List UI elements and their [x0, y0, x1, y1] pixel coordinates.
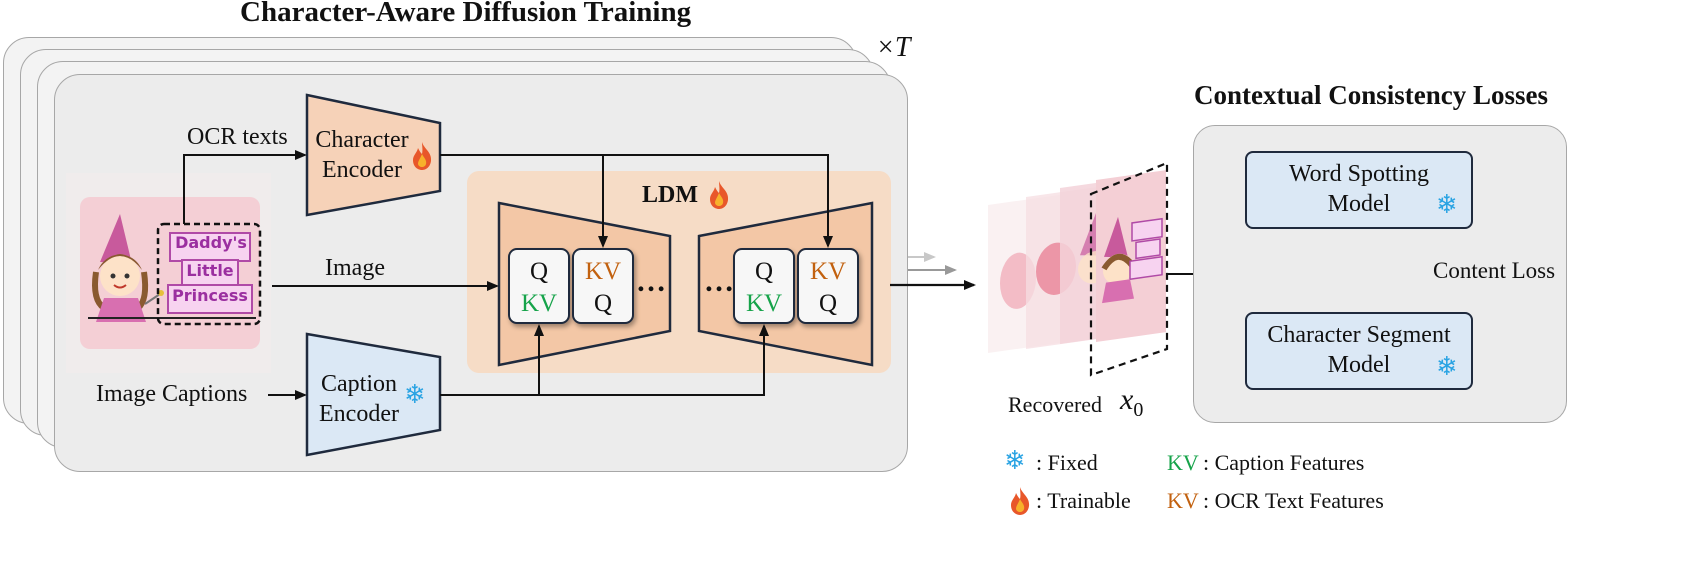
- attn-block-4-top: KV: [809, 258, 847, 285]
- ocr-texts-label: OCR texts: [187, 124, 288, 150]
- ellipsis-right: …: [704, 265, 736, 298]
- flame-icon: [1008, 486, 1032, 521]
- snowflake-icon: ❄: [1436, 352, 1458, 382]
- recovered-images: [988, 161, 1169, 377]
- right-title: Contextual Consistency Losses: [1194, 80, 1549, 110]
- recovered-label: Recovered: [1008, 392, 1103, 417]
- x0-label: x0: [1120, 383, 1143, 422]
- x0-text: x0: [1120, 383, 1144, 421]
- caption-encoder-shape: [305, 332, 442, 457]
- image-label: Image: [325, 255, 385, 281]
- character-segment-label: Character Segment Model: [1267, 322, 1451, 378]
- repeat-label: ×T: [876, 32, 911, 63]
- attn-block-1: Q KV: [508, 248, 570, 324]
- legend-fixed: : Fixed: [1036, 450, 1098, 475]
- content-loss-label: Content Loss: [1433, 258, 1556, 283]
- attn-block-3-bottom: KV: [745, 290, 783, 317]
- attn-block-2-top: KV: [584, 258, 622, 285]
- caption-encoder-label: Caption Encoder: [319, 371, 399, 427]
- character-encoder-shape: [305, 93, 442, 217]
- attn-block-2: KV Q: [572, 248, 634, 324]
- left-title: Character-Aware Diffusion Training: [240, 0, 692, 28]
- word-spotting-model: Word Spotting Model: [1245, 151, 1473, 229]
- legend-ocr-features: : OCR Text Features: [1203, 488, 1384, 513]
- attn-block-1-top: Q: [529, 258, 549, 285]
- attn-block-1-bottom: KV: [520, 290, 558, 317]
- ellipsis-left: …: [636, 265, 668, 298]
- character-segment-model: Character Segment Model: [1245, 312, 1473, 390]
- flame-icon: [707, 180, 731, 215]
- snowflake-icon: ❄: [1004, 446, 1026, 476]
- attn-block-3: Q KV: [733, 248, 795, 324]
- character-encoder-label: Character Encoder: [315, 127, 409, 183]
- sample-text-line-2: Little: [186, 261, 234, 280]
- attn-block-4-bottom: Q: [818, 290, 838, 317]
- legend-kv-green: KV: [1167, 450, 1199, 475]
- snowflake-icon: ❄: [1436, 190, 1458, 220]
- image-captions-label: Image Captions: [96, 381, 248, 407]
- sample-image: [66, 173, 271, 373]
- legend-kv-orange: KV: [1167, 488, 1199, 513]
- attn-block-3-top: Q: [754, 258, 774, 285]
- word-spotting-label: Word Spotting Model: [1288, 161, 1430, 217]
- legend-caption-features: : Caption Features: [1203, 450, 1365, 475]
- sample-text-line-3: Princess: [172, 286, 248, 305]
- ldm-label: LDM: [642, 182, 698, 208]
- legend-trainable: : Trainable: [1036, 488, 1131, 513]
- attn-block-4: KV Q: [797, 248, 859, 324]
- sample-text-line-1: Daddy's: [175, 233, 247, 252]
- flame-icon: [410, 141, 434, 176]
- snowflake-icon: ❄: [404, 380, 426, 410]
- attn-block-2-bottom: Q: [593, 290, 613, 317]
